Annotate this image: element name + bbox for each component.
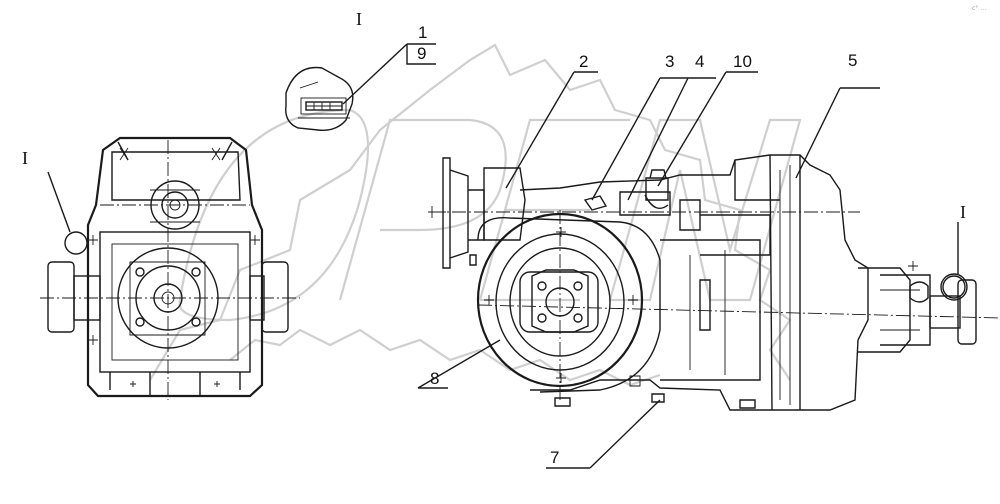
section-mark-top: I	[356, 9, 362, 29]
watermark	[149, 43, 802, 387]
labels: I 1 9 2 3 4 10 5 I I 8 7 c° …	[22, 5, 986, 467]
leader-lines	[47, 43, 959, 469]
section-mark-left: I	[22, 148, 28, 168]
corner-mark: c° …	[972, 5, 986, 12]
callout-9: 9	[417, 44, 426, 63]
callout-5: 5	[848, 51, 857, 70]
section-mark-right: I	[960, 202, 966, 222]
callout-3: 3	[665, 52, 674, 71]
callout-10: 10	[733, 52, 752, 71]
callout-7: 7	[550, 448, 559, 467]
detail-i-inset	[285, 66, 354, 131]
callout-4: 4	[695, 52, 704, 71]
callout-2: 2	[579, 52, 588, 71]
callout-8: 8	[430, 369, 439, 388]
side-view	[428, 154, 1000, 411]
end-view	[40, 136, 300, 400]
callout-1: 1	[418, 23, 427, 42]
